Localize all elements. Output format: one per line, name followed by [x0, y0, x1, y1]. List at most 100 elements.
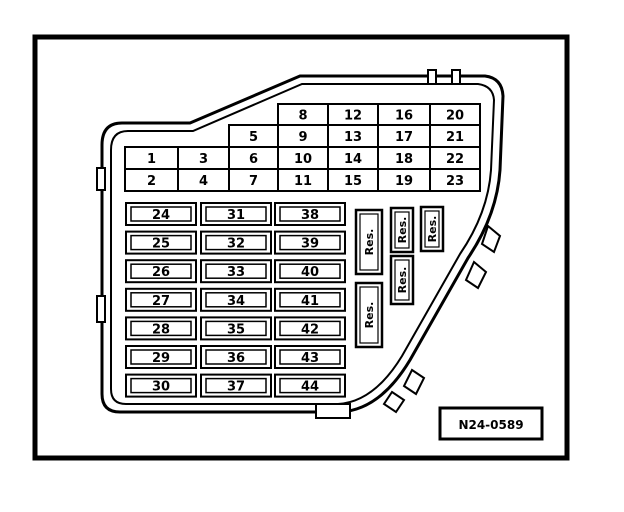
fuse-number: 24: [152, 208, 170, 223]
fuse-number: 41: [301, 294, 319, 309]
fuse-number: 27: [152, 294, 170, 309]
reserve-label: Res.: [363, 229, 376, 256]
part-number-box: [438, 406, 544, 441]
relay-cell-number: 17: [395, 130, 413, 145]
fuse-slot-inner: [205, 377, 267, 394]
relay-cell-number: 6: [249, 152, 258, 167]
reserve-slot-inner: [359, 286, 379, 344]
relay-cell-number: 19: [395, 174, 413, 189]
fuse-slot-inner: [205, 263, 267, 279]
fuse-box-housing-inner: [110, 83, 496, 405]
fuse-number: 33: [227, 265, 245, 280]
fuse-slot: [125, 345, 197, 369]
relay-cell-number: 4: [199, 174, 208, 189]
reserve-label: Res.: [396, 217, 409, 244]
housing-foot: [315, 403, 351, 419]
fuse-slot-inner: [130, 377, 192, 394]
reserve-slot-inner: [424, 210, 440, 248]
relay-cell-number: 20: [446, 109, 464, 124]
fuse-slot: [200, 230, 272, 255]
fuse-slot: [125, 259, 197, 284]
relay-cell-number: 7: [249, 174, 258, 189]
reserve-slot: [389, 254, 415, 306]
fuse-slot: [200, 316, 272, 341]
reserve-slot-inner: [394, 211, 410, 249]
fuse-slot: [200, 345, 272, 369]
fuse-slot: [274, 230, 346, 255]
housing-clip: [382, 390, 406, 414]
fuse-slot: [125, 202, 197, 226]
relay-cell-number: 14: [344, 152, 362, 167]
fuse-slot: [274, 345, 346, 369]
fuse-slot-inner: [205, 206, 267, 222]
relay-cell-number: 5: [249, 130, 258, 145]
fuse-slot-inner: [130, 320, 192, 337]
housing-clip: [464, 260, 488, 290]
fuse-number: 30: [152, 380, 170, 395]
reserve-slot: [419, 205, 445, 253]
fuse-slot-inner: [130, 292, 192, 308]
fuse-number: 26: [152, 265, 170, 280]
fuse-slot: [274, 202, 346, 226]
fuse-slot-inner: [205, 320, 267, 337]
relay-cell-number: 1: [147, 152, 156, 167]
fuse-slot: [200, 259, 272, 284]
fuse-slot: [125, 316, 197, 341]
fuse-number: 37: [227, 380, 245, 395]
fuse-slot-inner: [279, 377, 341, 394]
fuse-number: 36: [227, 351, 245, 366]
relay-cell: [429, 168, 481, 192]
relay-cell-number: 23: [446, 174, 464, 189]
fuse-slot-inner: [130, 263, 192, 279]
fuse-slot: [200, 202, 272, 226]
fuse-number: 38: [301, 208, 319, 223]
fuse-number: 43: [301, 351, 319, 366]
relay-cell-number: 16: [395, 109, 413, 124]
reserve-label: Res.: [396, 267, 409, 294]
relay-cell-number: 9: [298, 130, 307, 145]
fuse-slot-inner: [279, 349, 341, 365]
relay-cell-number: 10: [294, 152, 312, 167]
fuse-slot-inner: [130, 234, 192, 251]
reserve-slot-group: Res.Res.Res.Res.Res.: [354, 205, 445, 349]
relay-cell-number: 18: [395, 152, 413, 167]
diagram-frame: [32, 34, 570, 461]
fuse-slot-inner: [279, 234, 341, 251]
fuse-number: 28: [152, 322, 170, 337]
fuse-number: 39: [301, 237, 319, 252]
fuse-slot-inner: [279, 292, 341, 308]
relay-cell-number: 8: [298, 109, 307, 124]
fuse-slot: [125, 373, 197, 398]
fuse-slot-inner: [205, 292, 267, 308]
housing-clip: [96, 167, 106, 191]
reserve-label: Res.: [426, 216, 439, 243]
fuse-slot: [274, 259, 346, 284]
relay-cell-number: 3: [199, 152, 208, 167]
housing-tab: [427, 69, 437, 85]
fuse-slot: [274, 316, 346, 341]
relay-cell-number: 12: [344, 109, 362, 124]
fuse-slot: [200, 287, 272, 312]
fuse-slot-inner: [130, 206, 192, 222]
relay-cell-number: 15: [344, 174, 362, 189]
part-number-label: N24-0589: [458, 418, 523, 432]
fuse-slot: [125, 287, 197, 312]
fuse-number: 40: [301, 265, 319, 280]
fuse-number: 31: [227, 208, 245, 223]
fuse-number: 34: [227, 294, 245, 309]
relay-cell-number: 11: [294, 174, 312, 189]
fuse-slot-inner: [279, 206, 341, 222]
fuse-slot-inner: [205, 234, 267, 251]
fuse-number: 29: [152, 351, 170, 366]
housing-clip: [96, 295, 106, 323]
fuse-number: 42: [301, 322, 319, 337]
reserve-slot-inner: [394, 259, 410, 301]
fuse-slot-inner: [130, 349, 192, 365]
fuse-slot: [200, 373, 272, 398]
fuse-slot: [274, 373, 346, 398]
fuse-slot-inner: [279, 320, 341, 337]
relay-cell-number: 13: [344, 130, 362, 145]
